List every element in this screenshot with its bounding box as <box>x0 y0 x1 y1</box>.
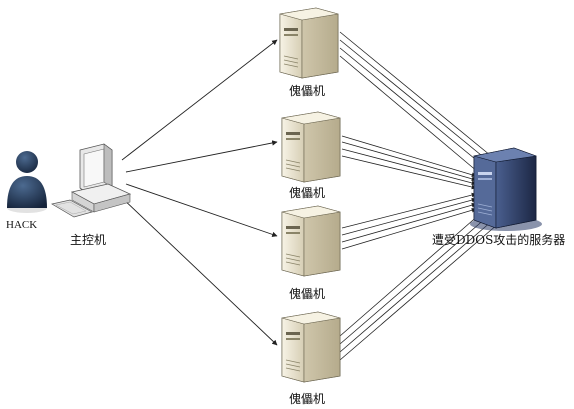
dark-server-icon <box>470 147 542 231</box>
zombie-1-label: 傀儡机 <box>289 84 326 98</box>
zombie-to-victim-arrows <box>339 31 499 361</box>
arrow-z4-victim-b <box>339 217 487 345</box>
server-icon <box>281 205 341 277</box>
server-icon <box>281 311 341 383</box>
arrow-master-zombie-4 <box>119 195 278 346</box>
victim-server-label: 遭受DDOS攻击的服务器 <box>432 233 566 247</box>
arrow-z2-victim-c <box>341 148 477 186</box>
arrow-master-zombie-1 <box>121 39 278 161</box>
hacker-label: HACK <box>6 219 38 231</box>
arrow-z1-victim-a <box>339 31 497 161</box>
arrow-z3-victim-d <box>341 207 477 250</box>
arrow-z2-victim-d <box>341 155 477 190</box>
zombie-4-label: 傀儡机 <box>289 392 326 406</box>
hacker-person-icon <box>7 151 47 213</box>
arrow-z1-victim-d <box>339 55 479 173</box>
zombie-2-label: 傀儡机 <box>289 186 326 200</box>
master-computer-label: 主控机 <box>70 233 107 247</box>
master-to-zombie-arrows <box>119 39 278 346</box>
arrow-z3-victim-a <box>341 192 477 229</box>
arrow-z4-victim-a <box>339 213 481 337</box>
arrow-z2-victim-b <box>341 141 477 182</box>
arrow-z4-victim-c <box>339 220 493 353</box>
arrow-master-zombie-2 <box>125 140 278 173</box>
arrow-master-zombie-3 <box>125 183 278 237</box>
computer-icon <box>51 143 132 218</box>
arrow-z1-victim-c <box>339 47 487 169</box>
arrow-z1-victim-b <box>339 39 493 165</box>
arrow-z4-victim-d <box>339 223 499 361</box>
server-icon <box>279 7 339 79</box>
zombie-3-label: 傀儡机 <box>289 287 326 301</box>
arrow-z3-victim-c <box>341 202 477 243</box>
arrow-z2-victim-a <box>341 135 477 178</box>
arrow-z3-victim-b <box>341 197 477 236</box>
server-icon <box>281 111 341 183</box>
